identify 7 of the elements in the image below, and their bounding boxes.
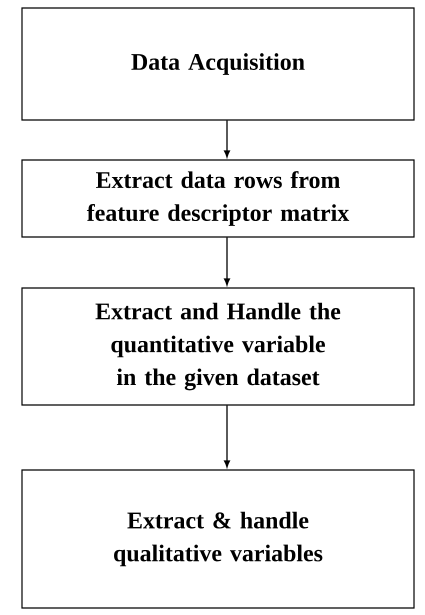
process-box: Extract & handle qualitative variables <box>21 469 415 609</box>
arrow <box>224 406 230 468</box>
arrow <box>224 120 230 158</box>
arrow <box>224 238 230 286</box>
process-box: Data Acquisition <box>21 7 415 121</box>
process-box: Extract data rows from feature descriptor matrix <box>21 159 415 238</box>
process-box: Extract and Handle the quantitative variable in the given dataset <box>21 287 415 406</box>
